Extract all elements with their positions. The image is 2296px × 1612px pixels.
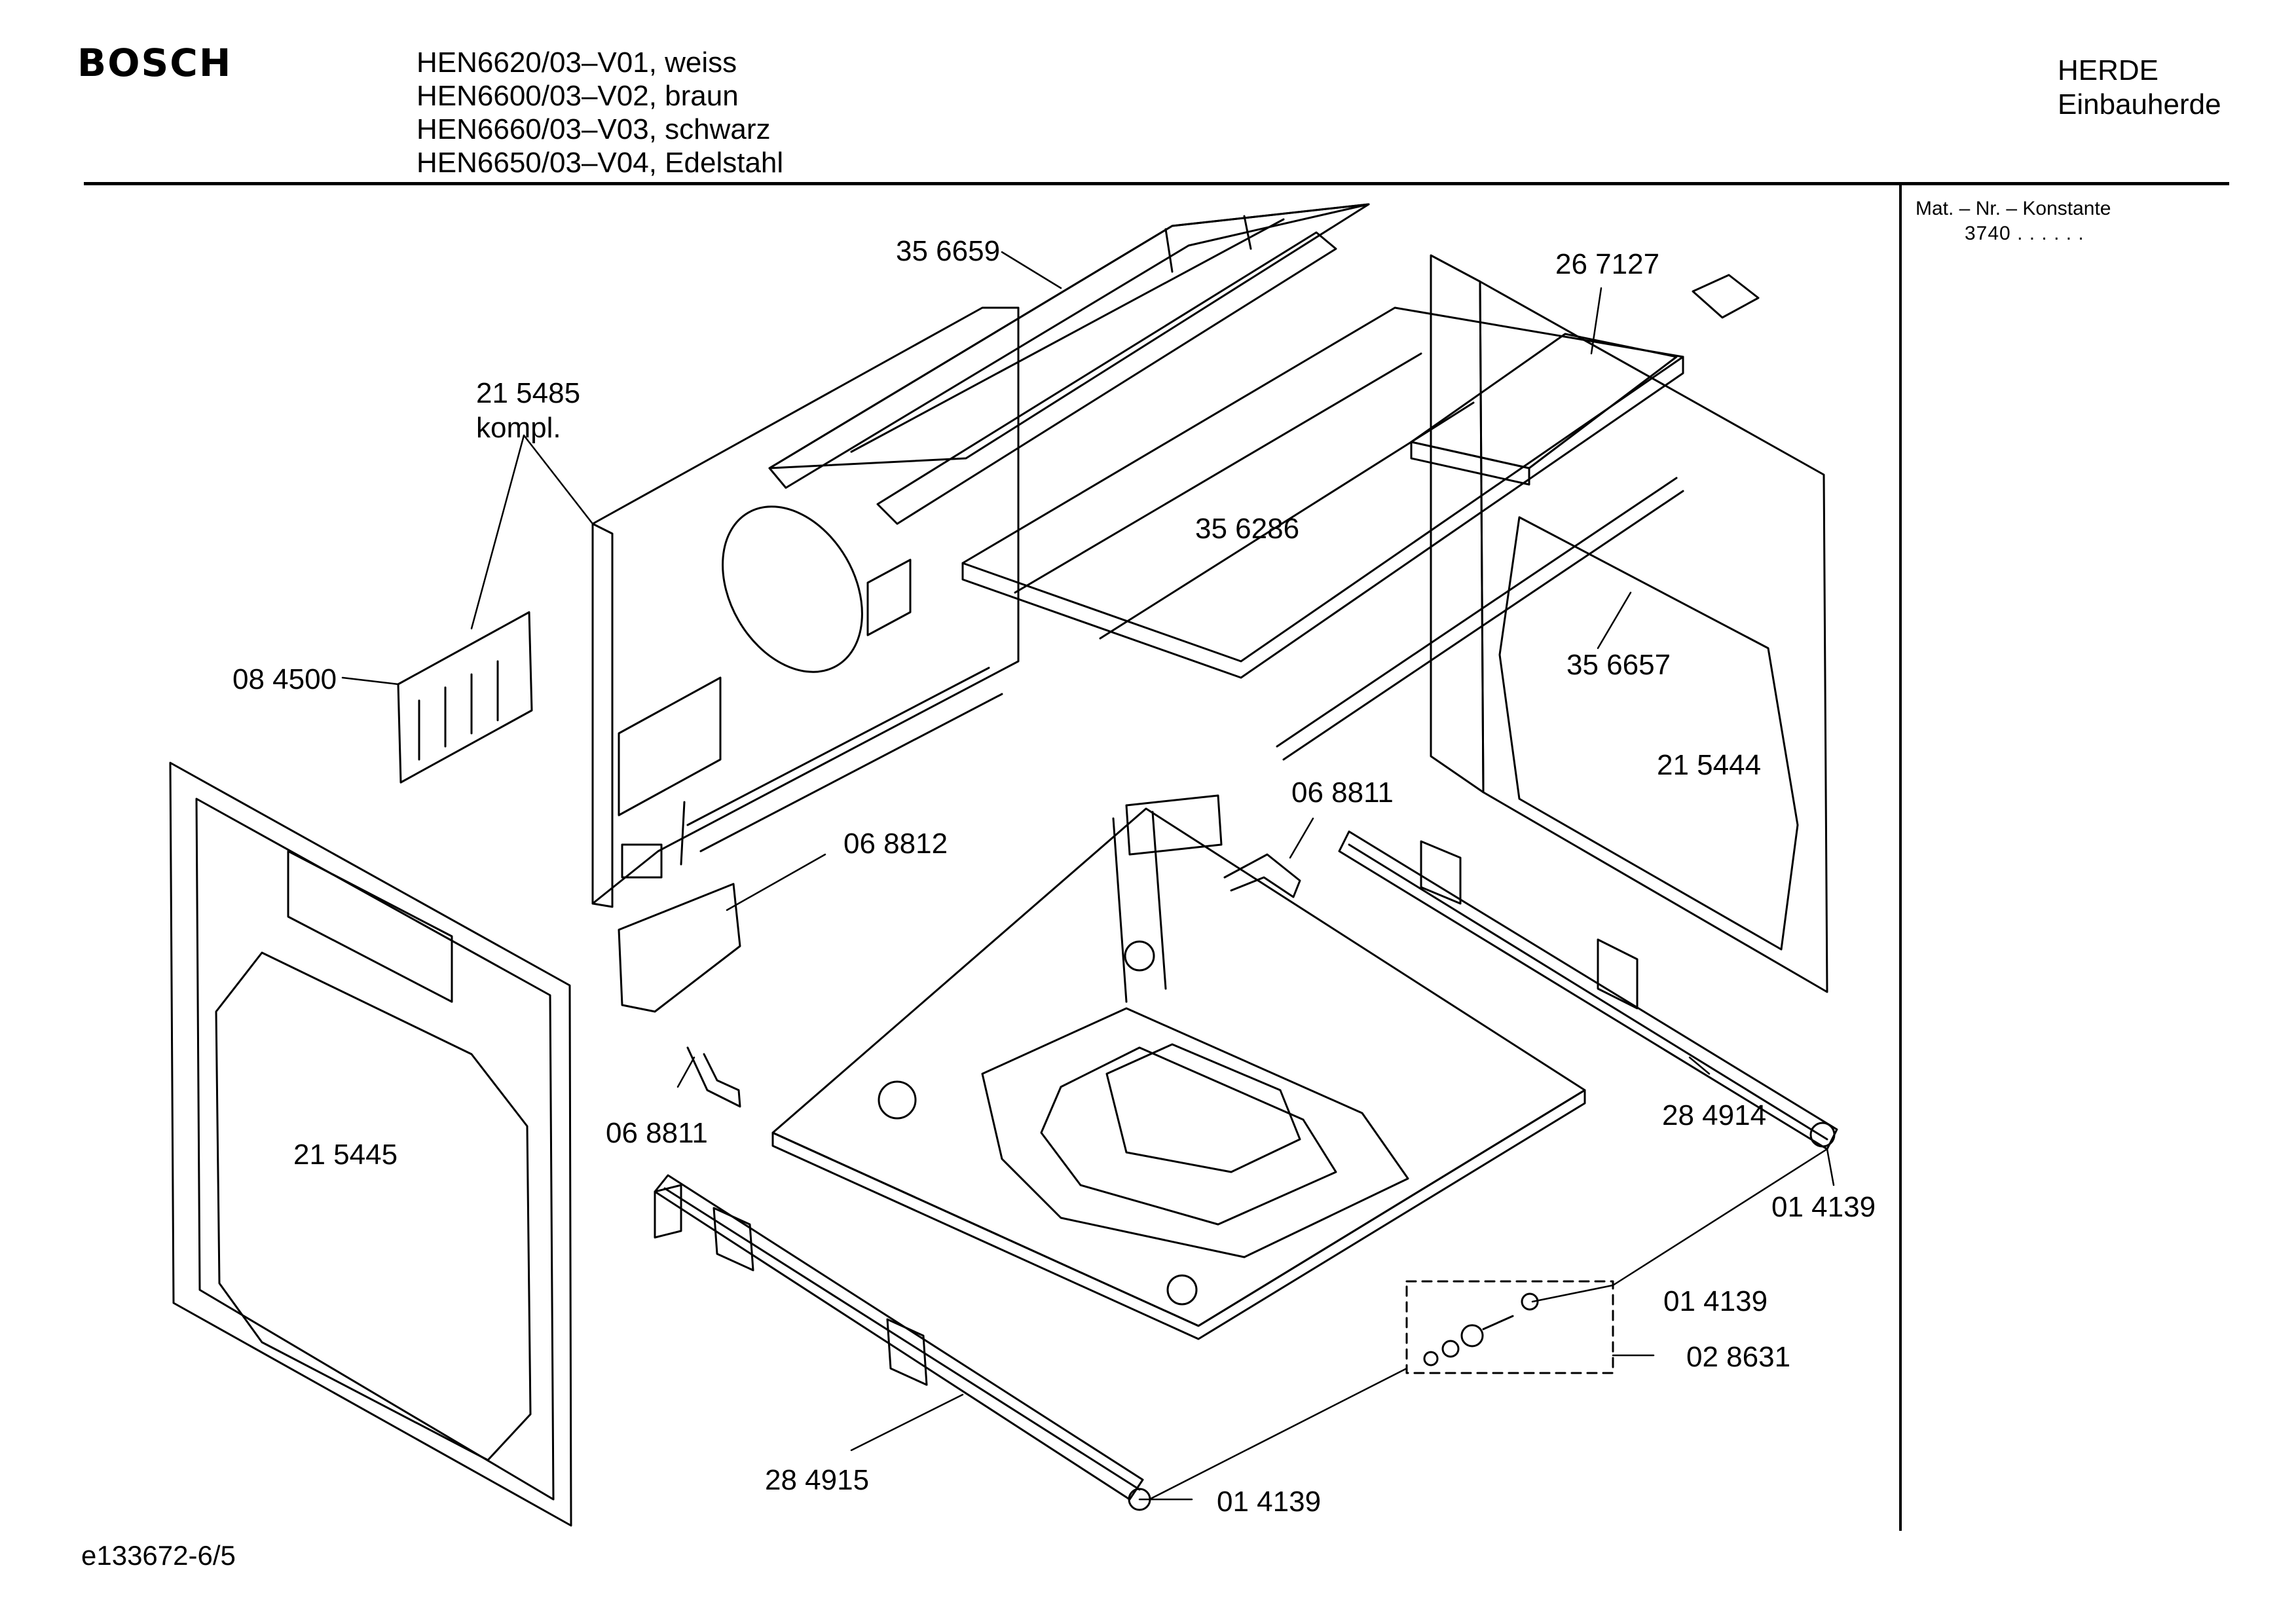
part-label-084500: 08 4500	[232, 663, 337, 695]
part-label-215485-kompl: kompl.	[476, 412, 561, 444]
model-line: HEN6600/03–V02, braun	[417, 80, 739, 112]
part-label-215444: 21 5444	[1657, 749, 1761, 781]
category-subtitle: Einbauherde	[2058, 88, 2221, 120]
part-label-068811-left: 06 8811	[606, 1117, 708, 1149]
drawing-id: e133672-6/5	[81, 1540, 236, 1571]
leader-lines	[341, 251, 1835, 1501]
part-label-215485: 21 5485	[476, 377, 580, 409]
model-line: HEN6660/03–V03, schwarz	[417, 113, 771, 145]
top-bracket-part	[1410, 274, 1760, 486]
right-side-panel-part	[1276, 254, 1828, 993]
part-label-356286: 35 6286	[1195, 513, 1299, 545]
sidebar-value: 3740 . . . . . .	[1965, 223, 2084, 244]
part-label-284914: 28 4914	[1662, 1099, 1766, 1131]
header-rule	[84, 182, 2229, 185]
hardware-box	[1405, 1280, 1614, 1374]
part-label-014139-mid: 01 4139	[1663, 1285, 1768, 1317]
top-rail-part	[768, 203, 1370, 525]
part-label-068811-right: 06 8811	[1291, 777, 1394, 809]
cover-bracket-part	[618, 883, 741, 1013]
part-label-014139-bottom: 01 4139	[1217, 1486, 1321, 1518]
part-label-267127: 26 7127	[1555, 248, 1659, 280]
model-line: HEN6650/03–V04, Edelstahl	[417, 147, 784, 179]
brand-logo: BOSCH	[77, 41, 232, 85]
part-label-014139-right: 01 4139	[1771, 1191, 1876, 1223]
part-label-068812: 06 8812	[843, 828, 948, 860]
back-panel-part	[591, 306, 1020, 908]
part-label-356659: 35 6659	[896, 235, 1000, 267]
sidebar-rule	[1899, 185, 1902, 1531]
grid-plate-part	[397, 611, 533, 784]
category-block: HERDE Einbauherde	[2058, 54, 2221, 122]
category-title: HERDE	[2058, 54, 2159, 86]
part-label-356657: 35 6657	[1566, 649, 1671, 681]
left-side-panel-part	[169, 761, 572, 1527]
part-label-215445: 21 5445	[293, 1139, 398, 1171]
model-line: HEN6620/03–V01, weiss	[417, 46, 737, 79]
cover-plate-part	[961, 306, 1684, 679]
clip-right-part	[1223, 853, 1301, 898]
rail-left-part	[654, 1174, 1151, 1511]
rail-right-part	[1338, 830, 1838, 1150]
clip-left-part	[686, 1046, 741, 1108]
model-list: HEN6620/03–V01, weiss HEN6600/03–V02, br…	[417, 46, 783, 179]
base-panel-part	[771, 794, 1586, 1340]
part-label-028631: 02 8631	[1686, 1341, 1790, 1373]
part-label-284915: 28 4915	[765, 1464, 869, 1496]
sidebar-label: Mat. – Nr. – Konstante	[1916, 198, 2111, 219]
